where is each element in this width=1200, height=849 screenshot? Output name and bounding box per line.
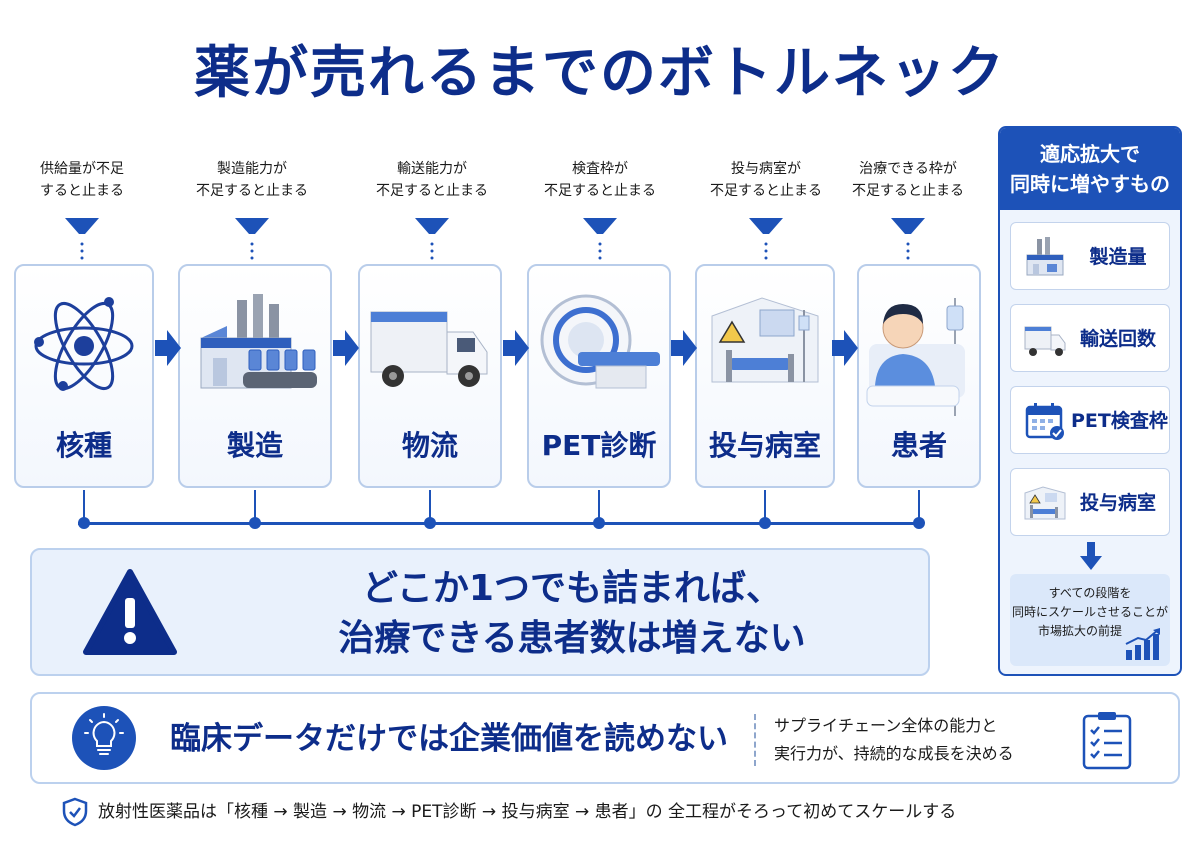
pet-scanner-icon	[540, 294, 660, 389]
arrow-down-icon	[1080, 542, 1102, 570]
timeline-dot	[78, 517, 90, 529]
checklist-icon	[1082, 712, 1132, 770]
side-panel-heading: 適応拡大で 同時に増やすもの	[1000, 128, 1180, 210]
hospital-room-icon	[1024, 486, 1066, 520]
timeline-dot	[249, 517, 261, 529]
factory-icon	[1026, 237, 1064, 276]
stage-label: 患者	[890, 429, 947, 462]
stage-card-patient: 患者	[857, 264, 981, 488]
warning-icon	[83, 569, 177, 655]
insight-box: 臨床データだけでは企業価値を読めない サプライチェーン全体の能力と 実行力が、持…	[30, 692, 1180, 784]
stage-note-4: 検査枠が 不足すると止まる	[544, 161, 656, 199]
arrow-right-icon	[832, 330, 858, 366]
timeline-dot	[759, 517, 771, 529]
truck-icon	[370, 311, 488, 387]
stage-note-6: 治療できる枠が 不足すると止まる	[852, 161, 964, 199]
stage-label: 製造	[226, 429, 283, 462]
timeline-stem	[254, 490, 256, 524]
stage-card-nuclide: 核種	[14, 264, 154, 488]
side-item-pet-slots: PET検査枠	[1010, 386, 1170, 454]
arrow-right-icon	[155, 330, 181, 366]
stage-card-logistics: 物流	[358, 264, 502, 488]
funnel-icon	[891, 218, 925, 260]
timeline-stem	[918, 490, 920, 524]
timeline-stem	[83, 490, 85, 524]
funnel-icon	[583, 218, 617, 260]
stage-note-5: 投与病室が 不足すると止まる	[710, 161, 822, 199]
timeline-dot	[913, 517, 925, 529]
stage-card-manufacturing: 製造	[178, 264, 332, 488]
patient-icon	[866, 298, 965, 416]
stage-card-pet: PET診断	[527, 264, 671, 488]
page-title: 薬が売れるまでのボトルネック	[194, 41, 1006, 106]
stage-label: 投与病室	[708, 429, 821, 462]
warning-box: どこか1つでも詰まれば、 治療できる患者数は増えない	[30, 548, 930, 676]
arrow-right-icon	[671, 330, 697, 366]
warning-message: どこか1つでも詰まれば、 治療できる患者数は増えない	[232, 564, 912, 664]
side-panel-note: すべての段階を 同時にスケールさせることが 市場拡大の前提	[1010, 574, 1170, 666]
lightbulb-icon	[72, 706, 136, 770]
side-item-transport: 輸送回数	[1010, 304, 1170, 372]
funnel-icon	[65, 218, 99, 260]
side-item-rooms: 投与病室	[1010, 468, 1170, 536]
side-item-label: 輸送回数	[1079, 328, 1156, 350]
growth-chart-icon	[1125, 628, 1160, 660]
atom-icon	[34, 297, 134, 391]
divider	[754, 714, 756, 766]
stage-label: 核種	[55, 429, 112, 462]
side-item-label: 製造量	[1089, 246, 1147, 268]
timeline-line	[78, 522, 918, 525]
side-panel: 適応拡大で 同時に増やすもの 製造量 輸送回数 PET検査枠 投与病室 すべての…	[998, 126, 1182, 676]
footer-note: 放射性医薬品は「核種 → 製造 → 物流 → PET診断 → 投与病室 → 患者…	[98, 802, 957, 822]
arrow-right-icon	[503, 330, 529, 366]
factory-icon	[200, 294, 317, 389]
timeline-stem	[598, 490, 600, 524]
timeline-stem	[764, 490, 766, 524]
arrow-right-icon	[333, 330, 359, 366]
stage-card-room: 投与病室	[695, 264, 835, 488]
side-item-label: 投与病室	[1079, 492, 1156, 514]
stage-note-2: 製造能力が 不足すると止まる	[196, 161, 308, 199]
truck-icon	[1024, 326, 1066, 356]
funnel-icon	[235, 218, 269, 260]
side-item-label: PET検査枠	[1071, 410, 1168, 432]
shield-check-icon	[62, 797, 88, 827]
side-item-production: 製造量	[1010, 222, 1170, 290]
warning-line-2: 治療できる患者数は増えない	[338, 618, 806, 659]
timeline-dot	[593, 517, 605, 529]
hospital-room-icon	[711, 297, 819, 383]
calendar-check-icon	[1025, 403, 1064, 440]
stage-label: PET診断	[541, 429, 657, 462]
insight-detail: サプライチェーン全体の能力と 実行力が、持続的な成長を決める	[774, 716, 1014, 763]
funnel-icon	[749, 218, 783, 260]
stage-note-1: 供給量が不足 すると止まる	[40, 161, 124, 199]
funnel-icon	[415, 218, 449, 260]
stage-note-3: 輸送能力が 不足すると止まる	[376, 161, 488, 199]
stage-label: 物流	[401, 429, 458, 462]
insight-headline: 臨床データだけでは企業価値を読めない	[170, 721, 728, 757]
timeline-dot	[424, 517, 436, 529]
timeline-stem	[429, 490, 431, 524]
warning-line-1: どこか1つでも詰まれば、	[362, 568, 782, 609]
